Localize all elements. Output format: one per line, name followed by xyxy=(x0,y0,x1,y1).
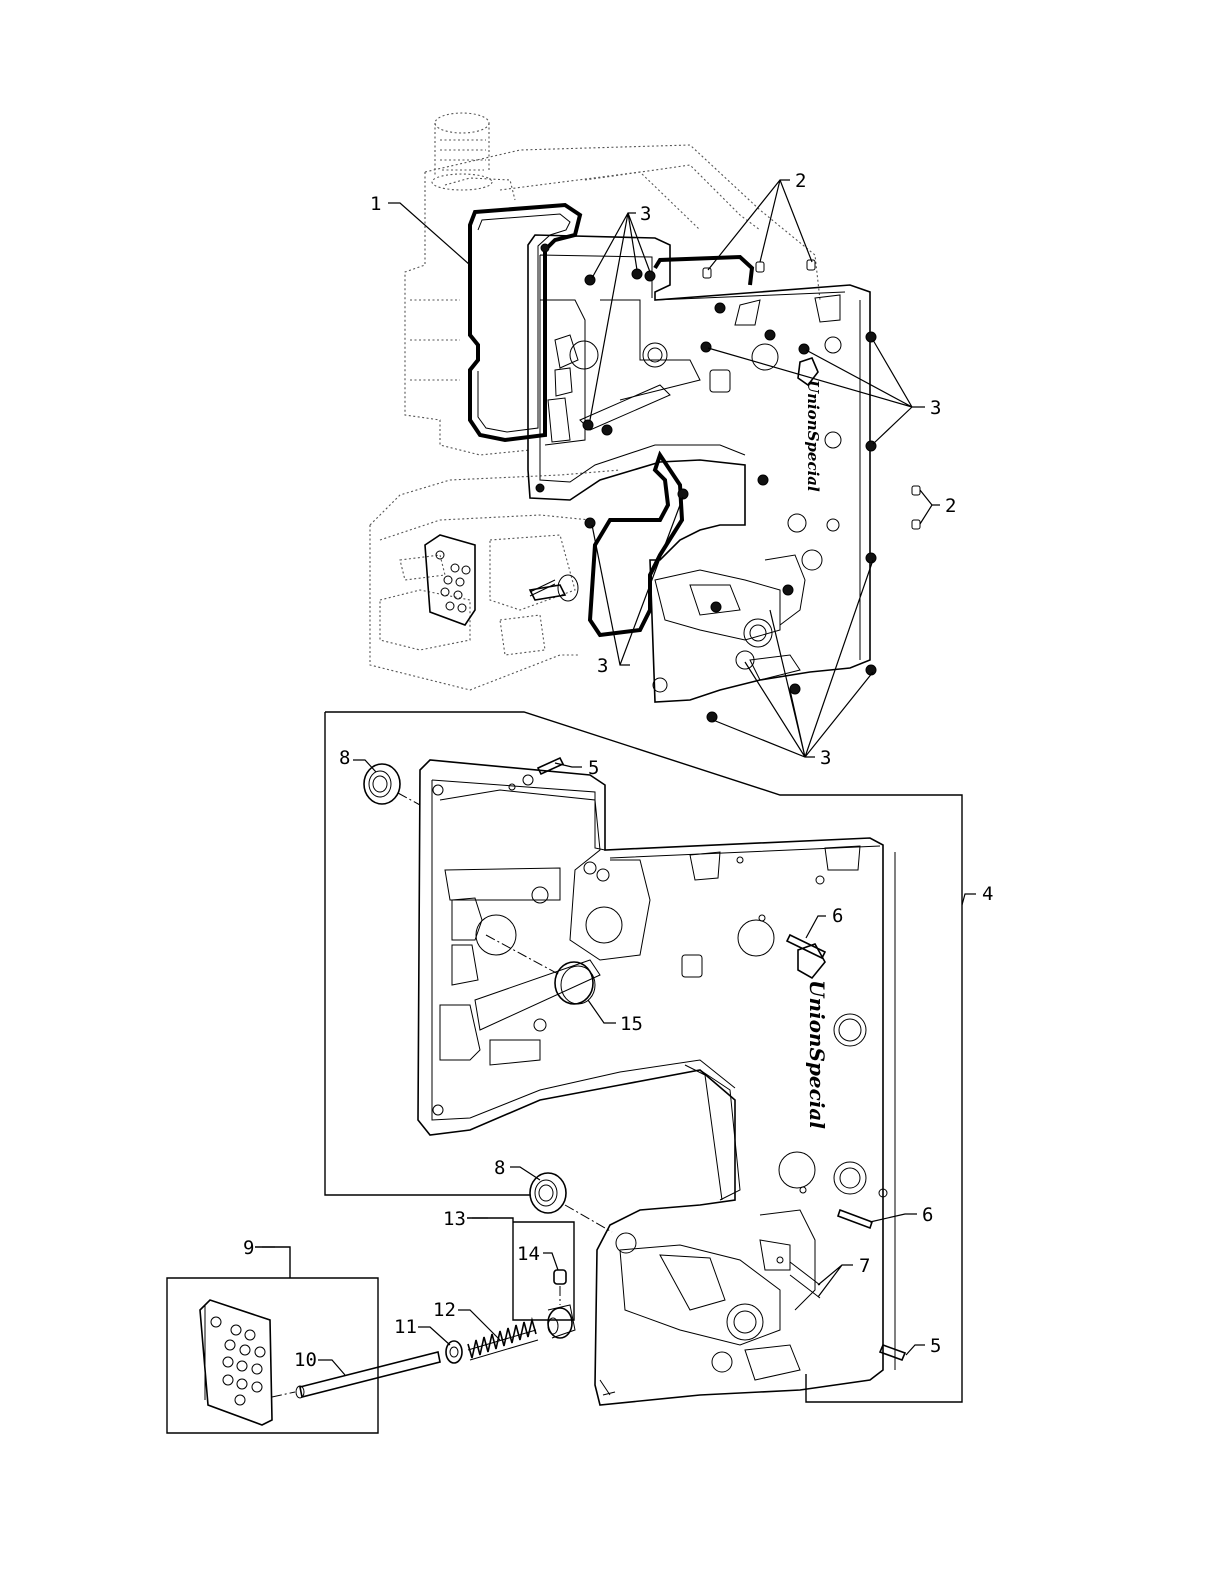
callout-12: 12 xyxy=(433,1299,456,1321)
callout-10: 10 xyxy=(294,1349,317,1371)
seal-8-upper xyxy=(364,764,400,804)
callout-6-upper: 6 xyxy=(832,905,843,927)
callout-2-right: 2 xyxy=(945,495,956,517)
callout-13: 13 xyxy=(443,1208,466,1230)
seal-8-lower xyxy=(530,1173,566,1213)
leader-lines xyxy=(262,180,976,1375)
gasket-upper xyxy=(470,205,580,440)
pin-5-upper xyxy=(509,758,563,790)
gasket-lower xyxy=(590,455,682,635)
callout-3-left: 3 xyxy=(597,655,608,677)
plug-15 xyxy=(555,962,595,1004)
callout-1: 1 xyxy=(370,193,381,215)
set-screw-14 xyxy=(554,1270,566,1284)
callout-4: 4 xyxy=(982,883,993,905)
callout-3-bottom: 3 xyxy=(820,747,831,769)
feed-plate-upper xyxy=(425,535,578,625)
brand-text-upper: UnionSpecial xyxy=(804,380,822,492)
callout-5-upper: 5 xyxy=(588,757,599,779)
feed-plate-9 xyxy=(200,1300,272,1425)
callout-11: 11 xyxy=(394,1316,417,1338)
callout-6-lower: 6 xyxy=(922,1204,933,1226)
shaft-10 xyxy=(296,1352,440,1398)
callout-2-top: 2 xyxy=(795,170,806,192)
callout-14: 14 xyxy=(517,1243,540,1265)
spring-12 xyxy=(468,1320,538,1360)
collar-13 xyxy=(548,1305,575,1338)
brand-logo-lower: UnionSpecial xyxy=(805,980,829,1129)
brand-logo-upper: UnionSpecial xyxy=(804,380,822,492)
part4-bracket xyxy=(325,712,962,1402)
pin-6-lower xyxy=(800,1187,872,1228)
callout-15: 15 xyxy=(620,1013,643,1035)
callout-3-right: 3 xyxy=(930,397,941,419)
callout-3-top: 3 xyxy=(640,203,651,225)
callout-7: 7 xyxy=(859,1255,870,1277)
callout-labels: 1 2 3 3 2 3 3 8 5 4 6 15 8 6 13 14 7 9 1… xyxy=(243,170,993,1371)
callout-8-lower: 8 xyxy=(494,1157,505,1179)
callout-9: 9 xyxy=(243,1237,254,1259)
callout-5-lower: 5 xyxy=(930,1335,941,1357)
machine-housing-ghost xyxy=(370,113,820,690)
screws-upper xyxy=(536,244,920,722)
callout-8-upper: 8 xyxy=(339,747,350,769)
brand-text-lower: UnionSpecial xyxy=(805,980,829,1129)
